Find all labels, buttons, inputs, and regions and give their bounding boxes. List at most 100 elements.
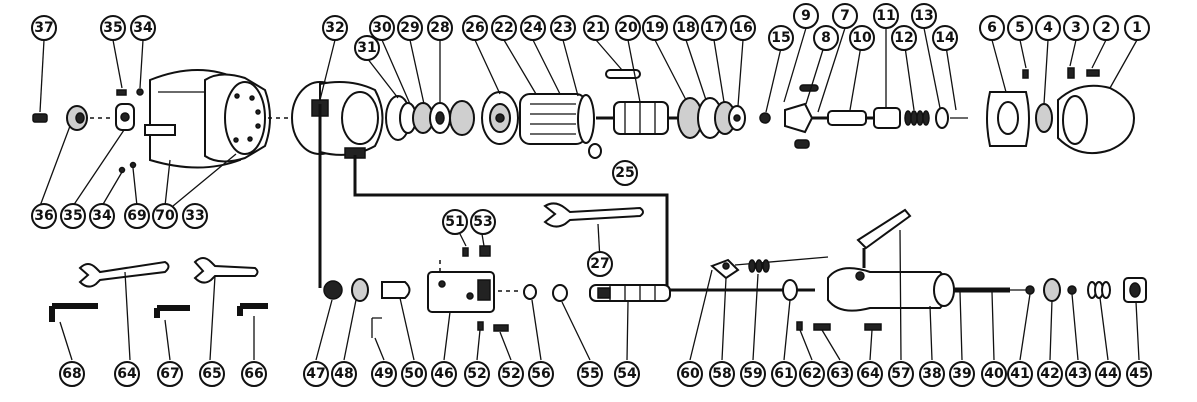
part-housing-33 xyxy=(204,73,290,163)
svg-text:70: 70 xyxy=(155,208,175,224)
callout-61: 60 xyxy=(677,361,703,387)
svg-text:44: 44 xyxy=(1098,366,1118,382)
part-main-housing-32 xyxy=(291,81,384,159)
svg-text:63: 63 xyxy=(830,366,849,382)
svg-text:37: 37 xyxy=(34,20,53,36)
svg-text:65: 65 xyxy=(202,366,221,382)
svg-text:45: 45 xyxy=(1129,366,1148,382)
part-screw-38 xyxy=(32,113,48,123)
callout-63: 62 xyxy=(799,361,825,387)
part-rotor-20 xyxy=(596,101,682,135)
svg-text:42: 42 xyxy=(1040,366,1059,382)
callout-20: 20 xyxy=(615,15,641,41)
callout-44: 43 xyxy=(1065,361,1091,387)
callout-22: 22 xyxy=(491,15,517,41)
svg-text:27: 27 xyxy=(590,256,609,272)
svg-text:39: 39 xyxy=(952,366,971,382)
svg-text:3: 3 xyxy=(1071,20,1081,36)
part-muffler-55 xyxy=(589,284,671,302)
callout-58: 57 xyxy=(888,361,914,387)
svg-text:52: 52 xyxy=(467,366,486,382)
callout-11: 11 xyxy=(873,3,899,29)
svg-text:66: 66 xyxy=(244,366,263,382)
svg-text:40: 40 xyxy=(984,366,1004,382)
part-oring-25 xyxy=(588,143,602,159)
callout-45: 44 xyxy=(1095,361,1121,387)
callout-50: 49 xyxy=(371,361,397,387)
callout-9: 9 xyxy=(793,3,819,29)
callout-36: 35 xyxy=(60,203,86,229)
callout-42: 41 xyxy=(1007,361,1033,387)
callout-39: 38 xyxy=(919,361,945,387)
callout-3: 3 xyxy=(1063,15,1089,41)
svg-text:38: 38 xyxy=(922,366,941,382)
part-bearings-29-28 xyxy=(412,100,475,136)
part-throttle-assembly xyxy=(323,245,568,338)
part-handle-39 xyxy=(827,208,955,312)
callout-21: 21 xyxy=(583,15,609,41)
svg-text:34: 34 xyxy=(133,20,153,36)
callout-66: 64 xyxy=(114,361,140,387)
svg-text:16: 16 xyxy=(733,20,752,36)
svg-text:20: 20 xyxy=(618,20,638,36)
svg-text:6: 6 xyxy=(987,20,997,36)
svg-text:11: 11 xyxy=(876,8,895,24)
svg-text:10: 10 xyxy=(852,30,872,46)
part-endplate-26 xyxy=(481,91,519,145)
svg-text:33: 33 xyxy=(185,208,204,224)
callout-35: 35 xyxy=(100,15,126,41)
callout-5: 5 xyxy=(1007,15,1033,41)
svg-text:58: 58 xyxy=(712,366,731,382)
svg-text:41: 41 xyxy=(1010,366,1029,382)
part-nut-37 xyxy=(66,105,112,131)
callout-33: 33 xyxy=(182,203,208,229)
callout-15: 15 xyxy=(768,25,794,51)
callout-34-bottom: 34 xyxy=(89,203,115,229)
callout-24: 24 xyxy=(520,15,546,41)
svg-text:25: 25 xyxy=(615,165,634,181)
part-tools-left xyxy=(49,257,268,322)
callout-70: 68 xyxy=(59,361,85,387)
callout-27: 27 xyxy=(587,251,613,277)
callout-17: 17 xyxy=(701,15,727,41)
callout-19: 19 xyxy=(642,15,668,41)
svg-text:67: 67 xyxy=(160,366,179,382)
callout-56: 55 xyxy=(577,361,603,387)
svg-text:69: 69 xyxy=(127,208,146,224)
leader-lines xyxy=(39,27,1140,361)
svg-text:5: 5 xyxy=(1015,20,1025,36)
callout-73: 70 xyxy=(152,203,178,229)
part-pins-35-34 xyxy=(116,88,144,174)
svg-text:35: 35 xyxy=(63,208,82,224)
callout-47: 46 xyxy=(431,361,457,387)
callout-41: 40 xyxy=(981,361,1007,387)
callout-30: 30 xyxy=(369,15,395,41)
svg-text:51: 51 xyxy=(445,214,464,230)
callout-34-top: 34 xyxy=(130,15,156,41)
callout-43: 42 xyxy=(1037,361,1063,387)
svg-text:26: 26 xyxy=(465,20,484,36)
svg-text:60: 60 xyxy=(680,366,700,382)
callout-37: 36 xyxy=(31,203,57,229)
callout-62: 61 xyxy=(771,361,797,387)
callout-55: 54 xyxy=(614,361,640,387)
callout-2: 2 xyxy=(1093,15,1119,41)
svg-text:15: 15 xyxy=(771,30,790,46)
callout-48: 47 xyxy=(303,361,329,387)
callout-7: 7 xyxy=(832,3,858,29)
svg-text:53: 53 xyxy=(473,214,492,230)
callout-51: 50 xyxy=(401,361,427,387)
part-cylinder-22-24 xyxy=(519,93,595,145)
svg-text:13: 13 xyxy=(914,8,933,24)
svg-text:24: 24 xyxy=(523,20,543,36)
callout-49: 48 xyxy=(331,361,357,387)
svg-text:35: 35 xyxy=(103,20,122,36)
part-cap-36 xyxy=(115,103,135,131)
callout-54: 53 xyxy=(470,209,496,235)
callout-46: 45 xyxy=(1126,361,1152,387)
callout-1: 1 xyxy=(1124,15,1150,41)
svg-text:64: 64 xyxy=(860,366,880,382)
svg-text:28: 28 xyxy=(430,20,449,36)
callout-59: 58 xyxy=(709,361,735,387)
svg-text:29: 29 xyxy=(400,20,419,36)
